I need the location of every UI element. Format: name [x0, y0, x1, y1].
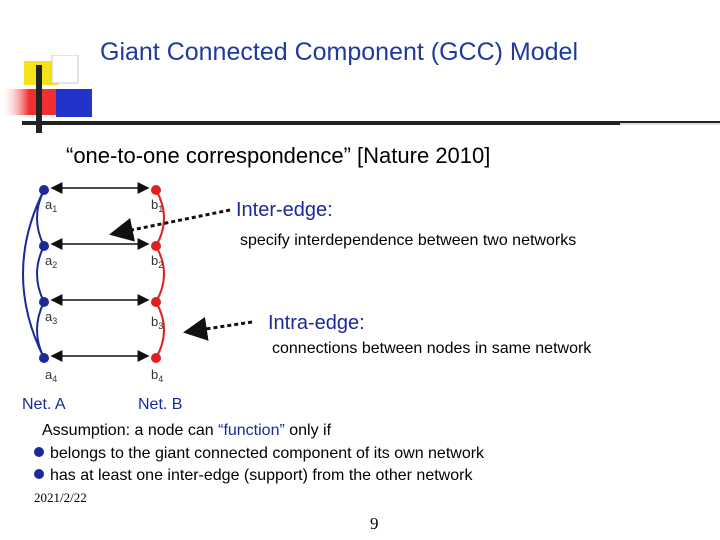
node-a3: [39, 297, 49, 307]
node-label-b1: b1: [151, 197, 163, 214]
node-label-b2: b2: [151, 253, 163, 270]
condition-item: belongs to the giant connected component…: [34, 445, 484, 463]
net-b-label: Net. B: [138, 396, 183, 413]
assumption-suffix: only if: [284, 422, 332, 439]
inter-edge-pointer-arrow: [109, 208, 231, 242]
node-label-b3: b3: [151, 314, 163, 331]
assumption-quoted: “function”: [218, 422, 285, 439]
node-label-a4: a4: [45, 367, 57, 384]
slide-subtitle: “one-to-one correspondence” [Nature 2010…: [66, 143, 491, 168]
node-b2: [151, 241, 161, 251]
network-diagram: a1 a2 a3 a4 b1 b2 b3 b4: [22, 182, 253, 384]
node-a4: [39, 353, 49, 363]
inter-edge-label: Inter-edge:: [236, 199, 333, 221]
net-a-label: Net. A: [22, 396, 66, 413]
node-label-a2: a2: [45, 253, 57, 270]
slide-date: 2021/2/22: [34, 490, 87, 505]
condition-text: has at least one inter-edge (support) fr…: [50, 467, 473, 484]
node-a2: [39, 241, 49, 251]
bullet-icon: [34, 447, 44, 457]
decorative-logo: [0, 55, 720, 133]
node-label-b4: b4: [151, 367, 163, 384]
node-b1: [151, 185, 161, 195]
node-b4: [151, 353, 161, 363]
inter-edges: [50, 182, 150, 362]
node-label-a1: a1: [45, 197, 57, 214]
condition-text: belongs to the giant connected component…: [50, 445, 485, 462]
bullet-icon: [34, 469, 44, 479]
assumption-prefix: Assumption: a node can: [42, 422, 219, 439]
net-b-intra-edges: [155, 189, 165, 359]
net-a-intra-edges: [22, 189, 45, 359]
node-label-a3: a3: [45, 309, 57, 326]
slide-title: Giant Connected Component (GCC) Model: [100, 38, 579, 66]
condition-item: has at least one inter-edge (support) fr…: [34, 467, 472, 485]
page-number: 9: [370, 514, 379, 533]
intra-edge-pointer-arrow: [183, 316, 253, 341]
node-b3: [151, 297, 161, 307]
intra-edge-description: connections between nodes in same networ…: [272, 340, 592, 357]
assumption-text: Assumption: a node can “function” only i…: [42, 422, 331, 440]
inter-edge-description: specify interdependence between two netw…: [240, 232, 577, 249]
node-a1: [39, 185, 49, 195]
intra-edge-label: Intra-edge:: [268, 312, 365, 334]
